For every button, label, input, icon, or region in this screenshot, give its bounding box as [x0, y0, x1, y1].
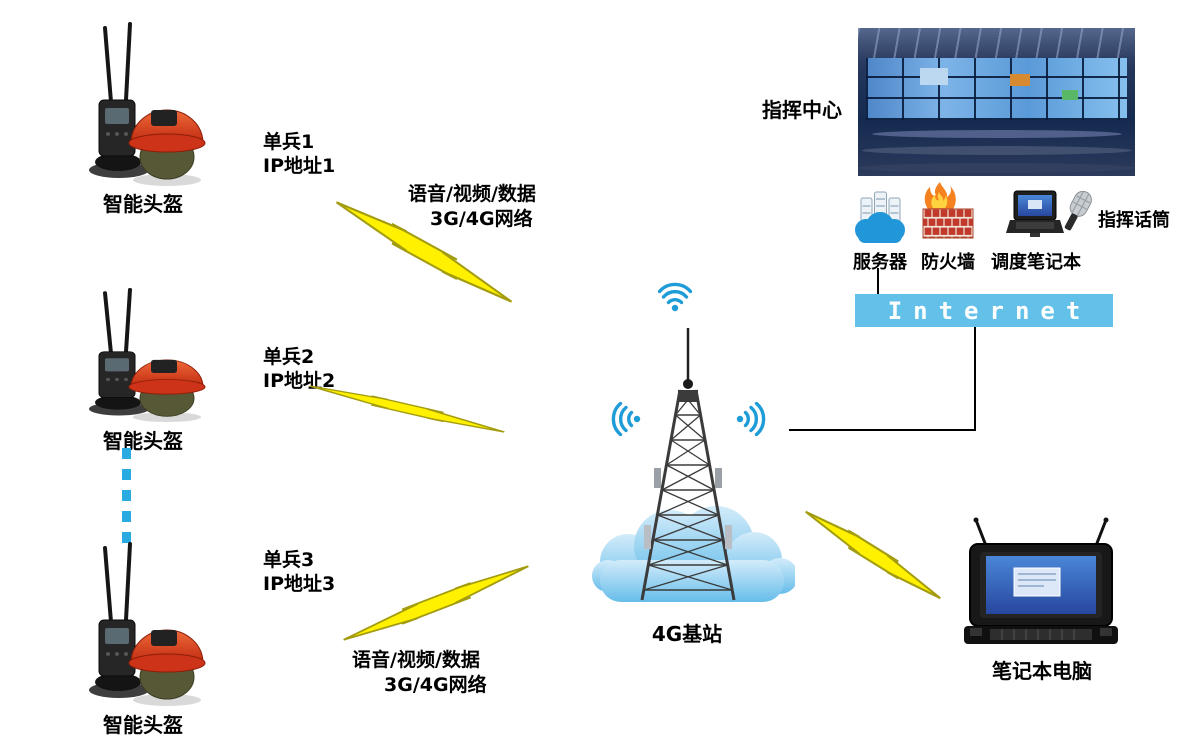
internet-label: Internet: [887, 296, 1092, 325]
link-top-text-line2: 3G/4G网络: [430, 208, 533, 230]
soldier-2-name: 单兵2: [263, 346, 315, 368]
command-center-photo: [858, 28, 1135, 176]
wifi-top-icon: [658, 282, 692, 312]
screen-tile-bright: [920, 68, 948, 85]
firewall-icon: [922, 182, 974, 239]
soldier-3-ip: IP地址3: [263, 573, 336, 595]
dispatch-laptop-icon: [1006, 190, 1064, 237]
console-desk-row-3: [858, 163, 1135, 173]
field-laptop-label: 笔记本电脑: [992, 659, 1092, 683]
server-label: 服务器: [853, 252, 907, 273]
base-station-label: 4G基站: [651, 622, 723, 646]
screen-tile-orange: [1010, 74, 1030, 86]
dispatch-laptop-label: 调度笔记本: [991, 252, 1081, 273]
connector-internet-vertical: [974, 327, 976, 431]
lightning-bolt-4-icon: [805, 510, 941, 600]
command-center-label: 指挥中心: [762, 98, 842, 122]
soldier-1-name: 单兵1: [263, 131, 315, 153]
lightning-bolt-3-icon: [343, 565, 529, 641]
link-top-text-line1: 语音/视频/数据: [408, 183, 536, 205]
helmet-3-label: 智能头盔: [103, 713, 183, 737]
console-desk-row-1: [872, 130, 1122, 138]
wifi-right-icon: [736, 402, 766, 436]
rugged-laptop-icon: [964, 517, 1118, 644]
microphone-icon: [1064, 190, 1092, 231]
smart-helmet-2-icon: [89, 288, 206, 422]
4g-base-station-icon: [592, 328, 795, 602]
soldier-1-ip: IP地址1: [263, 155, 336, 177]
server-cloud-icon: [855, 191, 905, 243]
internet-bar: Internet: [855, 294, 1113, 327]
smart-helmet-1-icon: [89, 22, 206, 186]
control-room-ceiling: [858, 28, 1135, 60]
continuation-dashed-line: [122, 448, 131, 548]
connector-internet-to-tower: [789, 429, 976, 431]
link-bottom-text-line1: 语音/视频/数据: [352, 649, 480, 671]
smart-helmet-3-icon: [89, 542, 206, 706]
soldier-2-ip: IP地址2: [263, 370, 336, 392]
wifi-left-icon: [611, 402, 641, 436]
lightning-bolt-1-icon: [336, 201, 512, 303]
mic-label: 指挥话筒: [1098, 210, 1170, 231]
soldier-3-name: 单兵3: [263, 549, 315, 571]
connector-server-to-internet: [877, 268, 879, 294]
helmet-2-label: 智能头盔: [103, 429, 183, 453]
console-desk-row-2: [862, 146, 1132, 155]
helmet-1-label: 智能头盔: [103, 192, 183, 216]
lightning-bolt-2-icon: [309, 385, 505, 433]
firewall-label: 防火墙: [921, 252, 975, 273]
video-wall: [866, 58, 1127, 120]
link-bottom-text-line2: 3G/4G网络: [384, 674, 487, 696]
screen-tile-green: [1062, 90, 1078, 100]
